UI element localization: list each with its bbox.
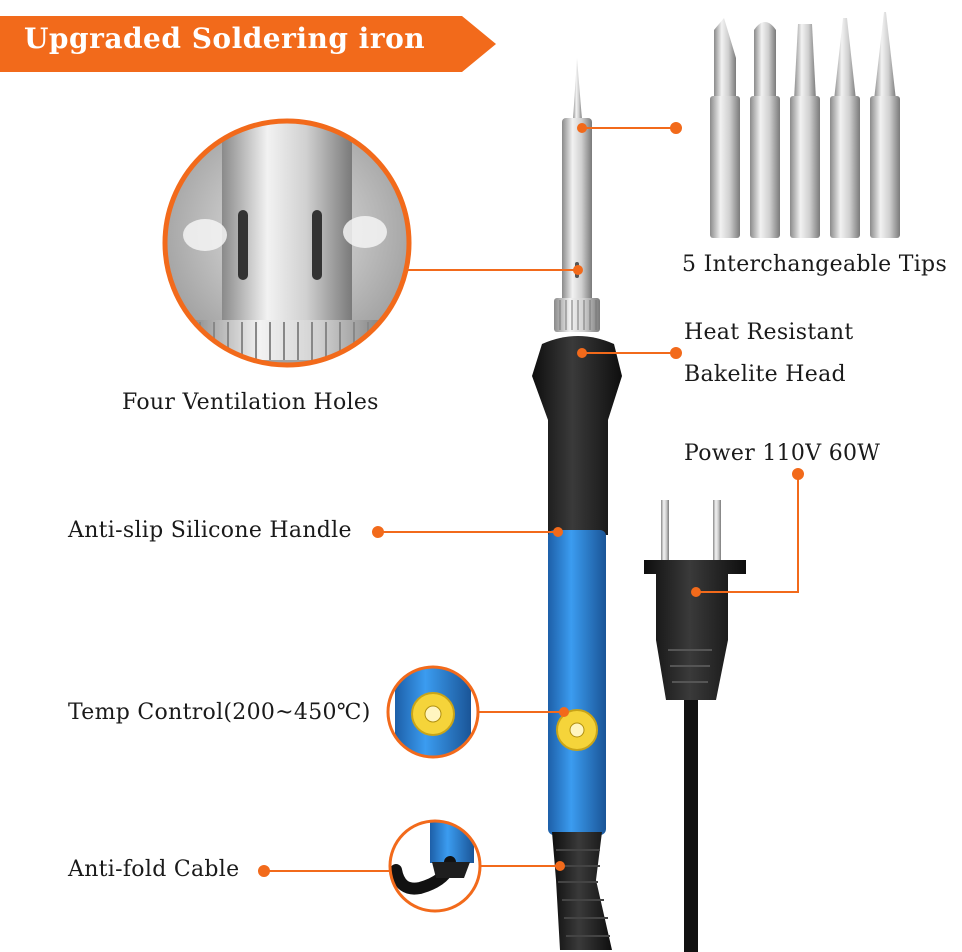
power-plug — [644, 500, 746, 952]
temp-label: Temp Control(200~450℃) — [68, 700, 371, 725]
strain-relief — [552, 832, 612, 950]
bakelite-head — [532, 336, 622, 376]
tips-label: 5 Interchangeable Tips — [682, 252, 948, 277]
power-label: Power 110V 60W — [684, 441, 881, 466]
blue-handle — [548, 530, 606, 835]
head-label-line2: Bakelite Head — [684, 362, 846, 387]
ventilation-label: Four Ventilation Holes — [122, 390, 379, 415]
head-label-line1: Heat Resistant — [684, 320, 854, 345]
temp-control-zoom — [386, 665, 480, 759]
silicone-grip — [532, 376, 622, 535]
ventilation-zoom — [162, 118, 412, 368]
soldering-iron — [532, 58, 622, 950]
callouts — [258, 122, 804, 877]
handle-label: Anti-slip Silicone Handle — [68, 518, 352, 543]
iron-barrel — [562, 118, 592, 302]
page-title: Upgraded Soldering iron — [24, 22, 426, 55]
iron-tip — [573, 58, 582, 120]
interchangeable-tips — [710, 12, 900, 238]
knurled-nut — [554, 298, 600, 332]
banner-shape — [0, 16, 496, 72]
cable-zoom — [388, 819, 482, 913]
cable-label: Anti-fold Cable — [68, 857, 240, 882]
